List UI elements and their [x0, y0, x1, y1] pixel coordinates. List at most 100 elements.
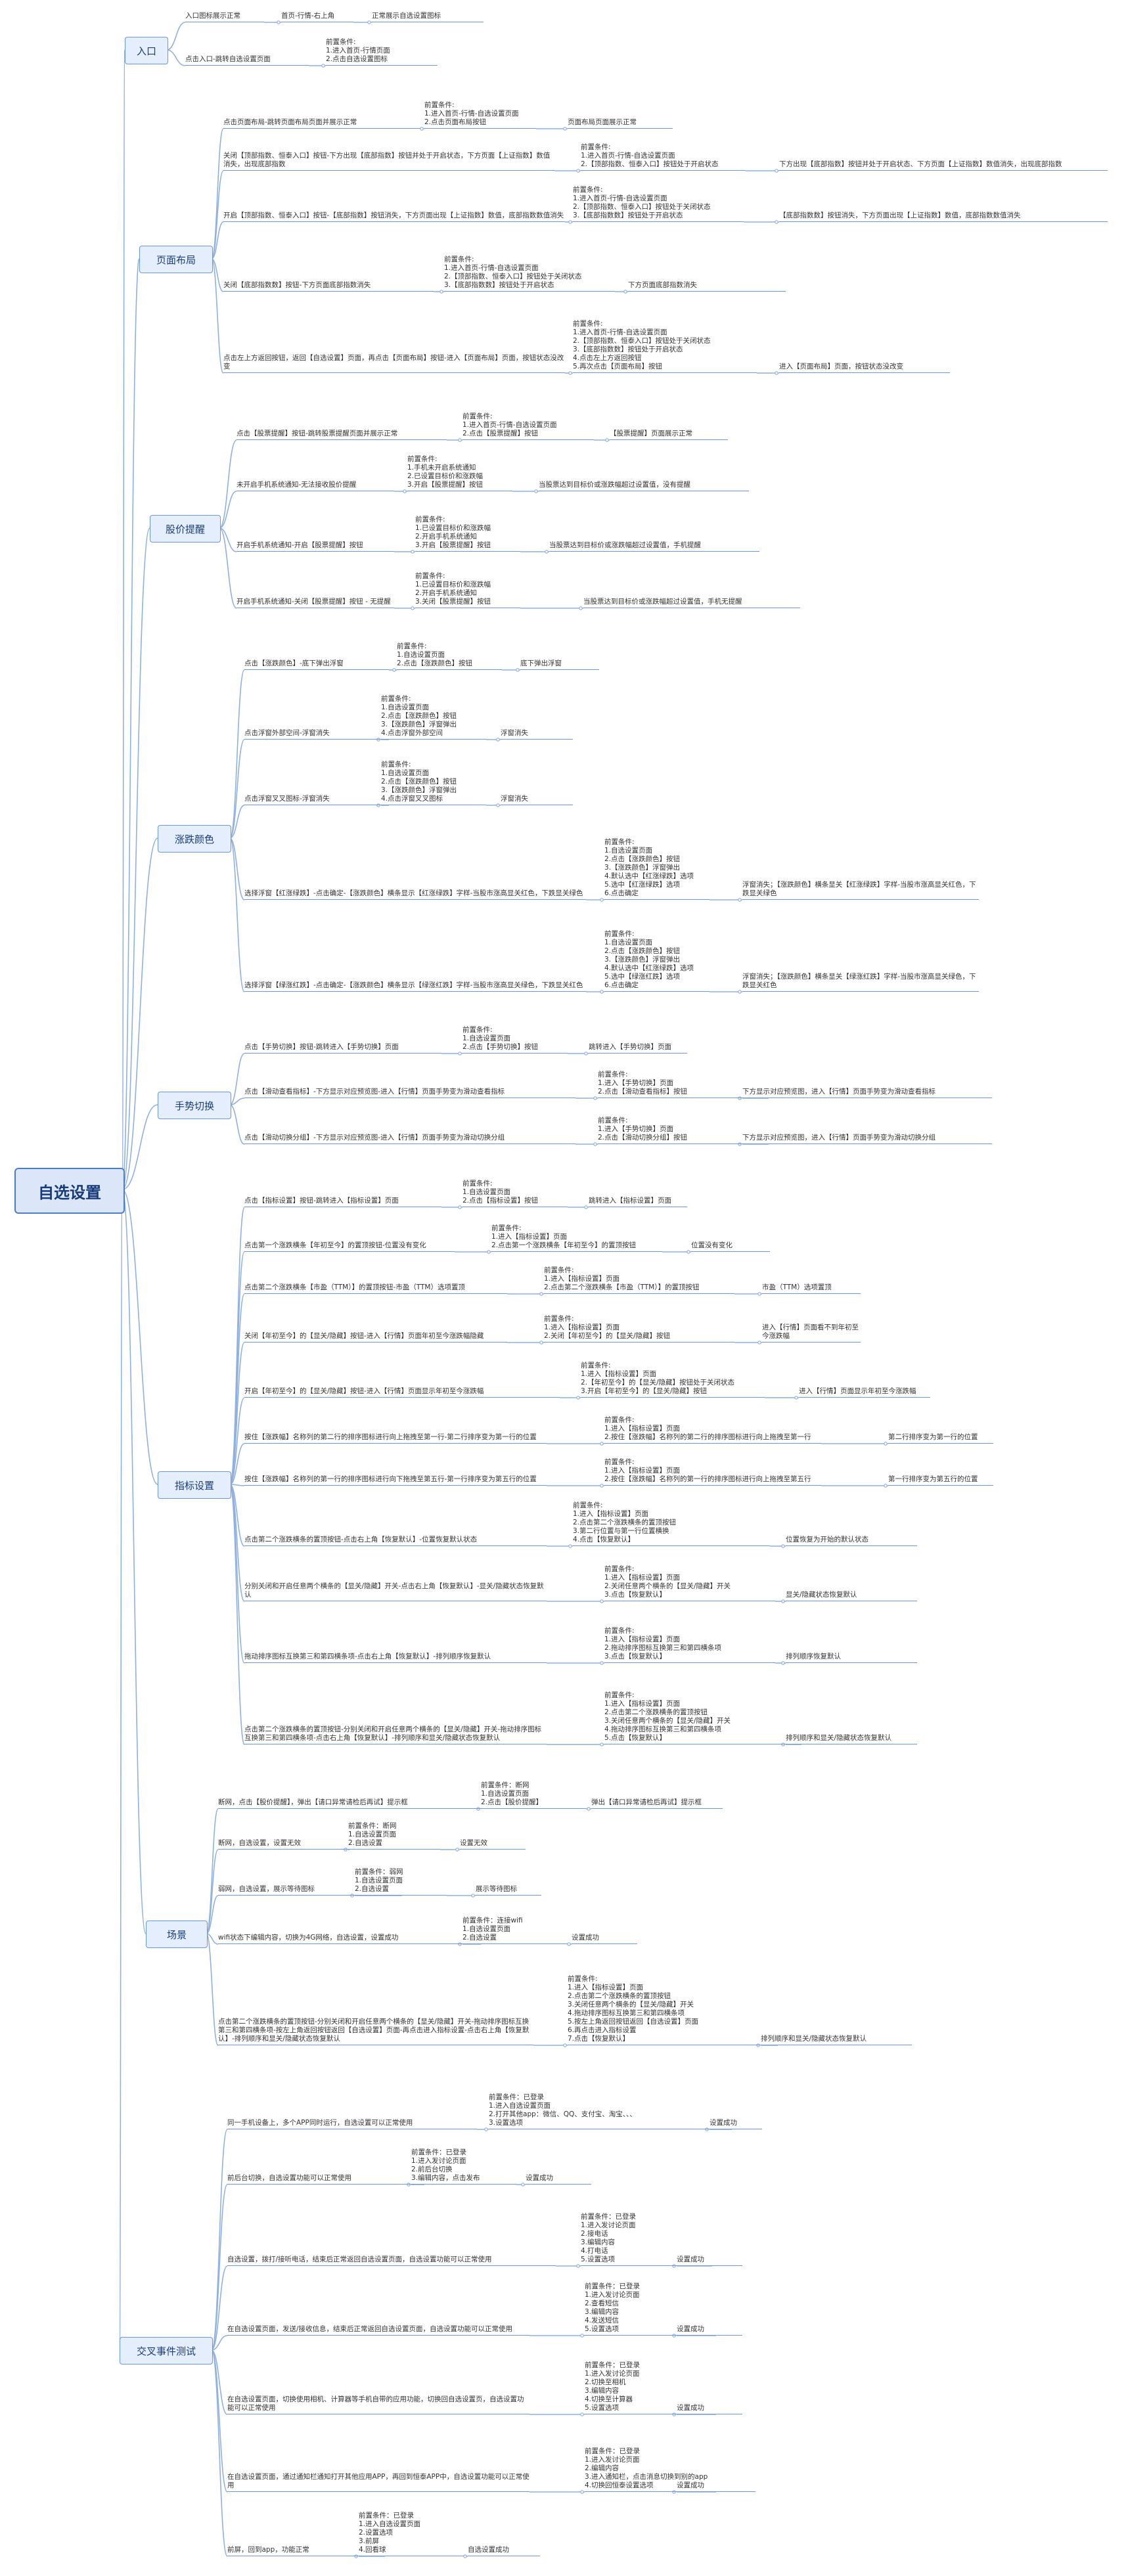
topic-5-0: 点击【指标设置】按钮-跳转进入【指标设置】页面 [244, 1197, 441, 1207]
detail-5-6-0: 前置条件: 1.进入【指标设置】页面 2.按住【涨跌幅】名称列的第一行的排序图标… [604, 1458, 821, 1486]
detail-1-0-0: 前置条件: 1.进入首页-行情-自选设置页面 2.点击页面布局按钮 [424, 101, 536, 129]
topic-4-0: 点击【手势切换】按钮-跳转进入【手势切换】页面 [244, 1043, 441, 1054]
detail-5-3-0: 前置条件: 1.进入【指标设置】页面 2.关闭【年初至今】的【显关/隐藏】按钮 [544, 1315, 734, 1343]
detail-6-0-0: 前置条件：断网 1.自选设置页面 2.点击【股价提醒】 [481, 1781, 586, 1809]
detail-4-2-1: 下方显示对应预览图，进入【行情】页面手势变为滑动切换分组 [742, 1134, 992, 1144]
topic-5-9: 拖动排序图标互换第三和第四横条项-点击右上角【恢复默认】-排列顺序恢复默认 [244, 1653, 547, 1663]
detail-2-3-1: 当股票达到目标价或涨跌幅超过设置值，手机无提醒 [583, 598, 800, 608]
detail-2-0-1: 【股票提醒】页面展示正常 [610, 430, 728, 440]
section-node-7[interactable]: 交叉事件测试 [120, 2337, 213, 2365]
detail-3-0-1: 底下弹出浮窗 [520, 659, 599, 670]
detail-5-8-1: 显关/隐藏状态恢复默认 [786, 1591, 917, 1601]
topic-6-3: wifi状态下编辑内容，切换为4G网络，自选设置，设置成功 [218, 1934, 481, 1944]
detail-1-4-0: 前置条件: 1.进入首页-行情-自选设置页面 2.【顶部指数、恒泰入口】按钮处于… [573, 320, 757, 373]
detail-4-0-1: 跳转进入【手势切换】页面 [589, 1043, 687, 1054]
topic-2-0: 点击【股票提醒】按钮-跳转股票提醒页面并展示正常 [237, 430, 447, 440]
detail-7-0-1: 设置成功 [710, 2119, 762, 2129]
topic-6-1: 断网，自选设置，设置无效 [218, 1839, 350, 1850]
topic-7-2: 自选设置，拨打/接听电话，结束后正常返回自选设置页面，自选设置功能可以正常使用 [227, 2255, 556, 2266]
detail-6-1-0: 前置条件：断网 1.自选设置页面 2.自选设置 [348, 1822, 440, 1850]
detail-6-1-1: 设置无效 [460, 1839, 526, 1850]
section-node-3[interactable]: 涨跌颜色 [158, 825, 231, 853]
detail-7-6-0: 前置条件：已登录 1.进入自选设置页面 2.设置选项 3.前屏 4.回看球 [359, 2512, 464, 2556]
detail-7-3-0: 前置条件：已登录 1.进入发讨论页面 2.查看短信 3.编辑内容 4.发送短信 … [585, 2282, 716, 2336]
topic-2-3: 开启手机系统通知-关闭【股票提醒】按钮 - 无提醒 [237, 598, 394, 608]
detail-5-4-1: 进入【行情】页面显示年初至今涨跌幅 [799, 1387, 930, 1398]
detail-5-9-1: 排列顺序恢复默认 [786, 1653, 917, 1663]
detail-6-0-1: 弹出【请口异常请检后再试】提示框 [591, 1798, 723, 1809]
detail-3-2-0: 前置条件: 1.自选设置页面 2.点击【涨跌颜色】按钮 3.【涨跌颜色】浮窗弹出… [381, 761, 486, 805]
detail-7-3-1: 设置成功 [677, 2325, 742, 2336]
section-node-2[interactable]: 股价提醒 [150, 515, 221, 543]
detail-0-0-1: 正常展示自选设置图标 [372, 12, 484, 22]
topic-4-1: 点击【滑动查看指标】-下方显示对应预览图-进入【行情】页面手势变为滑动查看指标 [244, 1088, 575, 1098]
topic-1-0: 点击页面布局-跳转页面布局页面并展示正常 [223, 118, 420, 129]
topic-5-2: 点击第二个涨跌横条【市盈（TTM）】的置顶按钮-市盈（TTM）选项置顶 [244, 1283, 507, 1294]
detail-6-4-1: 排列顺序和显关/隐藏状态恢复默认 [761, 2035, 912, 2045]
topic-7-5: 在自选设置页面，通过通知栏通知打开其他应用APP，再回到恒泰APP中，自选设置功… [227, 2473, 530, 2492]
detail-5-1-1: 位置没有变化 [691, 1241, 770, 1252]
topic-7-1: 前后台切换，自选设置功能可以正常使用 [227, 2174, 424, 2185]
detail-5-7-1: 位置恢复为开始的默认状态 [786, 1536, 917, 1546]
detail-5-3-1: 进入【行情】页面看不到年初至今涨跌幅 [762, 1323, 861, 1343]
detail-3-3-0: 前置条件: 1.自选设置页面 2.点击【涨跌颜色】按钮 3.【涨跌颜色】浮窗弹出… [604, 838, 710, 900]
detail-5-2-1: 市盈（TTM）选项置顶 [762, 1283, 861, 1294]
detail-5-1-0: 前置条件: 1.进入【指标设置】页面 2.点击第一个涨跌横条【年初至今】的置顶按… [491, 1224, 662, 1252]
detail-6-2-1: 展示等待图标 [476, 1885, 541, 1896]
topic-7-6: 前屏，回到app，功能正常 [227, 2546, 385, 2556]
detail-4-1-0: 前置条件: 1.进入【手势切换】页面 2.点击【滑动查看指标】按钮 [598, 1071, 769, 1098]
detail-7-0-0: 前置条件：已登录 1.进入自选设置页面 2.打开其他app：微信、QQ、支付宝、… [489, 2093, 732, 2129]
detail-3-1-0: 前置条件: 1.自选设置页面 2.点击【涨跌颜色】按钮 3.【涨跌颜色】浮窗弹出… [381, 695, 486, 740]
detail-5-6-1: 第一行排序变为第五行的位置 [888, 1475, 993, 1486]
detail-1-3-1: 下方页面底部指数消失 [628, 281, 786, 292]
detail-1-4-1: 进入【页面布局】页面，按钮状态没改变 [779, 363, 950, 373]
detail-1-1-0: 前置条件: 1.进入首页-行情-自选设置页面 2.【顶部指数、恒泰入口】按钮处于… [581, 143, 745, 171]
detail-5-5-1: 第二行排序变为第一行的位置 [888, 1433, 993, 1444]
detail-2-1-0: 前置条件: 1.手机未开启系统通知 2.已设置目标价和涨跌幅 3.开启【股票提醒… [407, 455, 512, 491]
topic-4-2: 点击【滑动切换分组】-下方显示对应预览图-进入【行情】页面手势变为滑动切换分组 [244, 1134, 575, 1144]
root-node[interactable]: 自选设置 [14, 1168, 125, 1214]
detail-7-1-0: 前置条件：已登录 1.进入发讨论页面 2.前后台切换 3.编辑内容，点击发布 [411, 2148, 516, 2185]
detail-5-2-0: 前置条件: 1.进入【指标设置】页面 2.点击第二个涨跌横条【市盈（TTM）】的… [544, 1266, 734, 1294]
detail-7-4-1: 设置成功 [677, 2404, 742, 2414]
detail-4-1-1: 下方显示对应预览图，进入【行情】页面手势变为滑动查看指标 [742, 1088, 992, 1098]
topic-3-3: 选择浮窗【红涨绿跌】-点击确定-【涨跌颜色】横条显示【红涨绿跌】字样-当股市涨高… [244, 889, 586, 900]
detail-7-2-1: 设置成功 [677, 2255, 742, 2266]
detail-3-0-0: 前置条件: 1.自选设置页面 2.点击【涨跌颜色】按钮 [397, 642, 502, 670]
section-node-5[interactable]: 指标设置 [158, 1471, 231, 1499]
detail-1-1-1: 下方出现【底部指数】按钮并处于开启状态、下方页面【上证指数】数值消失，出现底部指… [779, 160, 1108, 171]
detail-3-2-1: 浮窗消失 [501, 795, 573, 805]
detail-1-0-1: 页面布局页面展示正常 [568, 118, 673, 129]
detail-1-2-1: 【底部指数数】按钮消失，下方页面出现【上证指数】数值，底部指数数值消失 [779, 211, 1108, 222]
section-node-6[interactable]: 场景 [146, 1921, 208, 1948]
section-node-1[interactable]: 页面布局 [139, 246, 213, 273]
detail-1-3-0: 前置条件: 1.进入首页-行情-自选设置页面 2.【顶部指数、恒泰入口】按钮处于… [444, 255, 615, 292]
topic-3-4: 选择浮窗【绿涨红跌】-点击确定-【涨跌颜色】横条显示【绿涨红跌】字样-当股市涨高… [244, 981, 586, 992]
topic-2-1: 未开启手机系统通知-无法接收股价提醒 [237, 481, 394, 491]
detail-5-10-0: 前置条件: 1.进入【指标设置】页面 2.点击第二个涨跌横条的置顶按钮 3.关闭… [604, 1691, 801, 1744]
topic-1-4: 点击左上方返回按钮，返回【自选设置】页面，再点击【页面布局】按钮-进入【页面布局… [223, 354, 565, 373]
topic-3-1: 点击浮窗外部空间-浮窗消失 [244, 729, 389, 740]
detail-6-3-1: 设置成功 [572, 1934, 637, 1944]
detail-4-2-0: 前置条件: 1.进入【手势切换】页面 2.点击【滑动切换分组】按钮 [598, 1117, 769, 1144]
detail-7-1-1: 设置成功 [526, 2174, 591, 2185]
topic-0-1: 点击入口-跳转自选设置页面 [185, 55, 309, 66]
detail-5-8-0: 前置条件: 1.进入【指标设置】页面 2.关闭任意两个横条的【显关/隐藏】开关 … [604, 1565, 775, 1601]
topic-7-3: 在自选设置页面，发送/接收信息，结束后正常返回自选设置页面，自选设置功能可以正常… [227, 2325, 530, 2336]
detail-7-4-0: 前置条件：已登录 1.进入发讨论页面 2.切换至相机 3.编辑内容 4.切换至计… [585, 2361, 716, 2414]
section-node-0[interactable]: 入口 [125, 37, 168, 64]
detail-6-3-0: 前置条件：连接wifi 1.自选设置页面 2.自选设置 [462, 1917, 568, 1944]
topic-6-4: 点击第二个涨跌横条的置顶按钮-分别关闭和开启任意两个横条的【显关/隐藏】开关-拖… [218, 2018, 533, 2045]
detail-5-7-0: 前置条件: 1.进入【指标设置】页面 2.点击第二个涨跌横条的置顶按钮 3.第二… [573, 1501, 770, 1546]
detail-7-5-0: 前置条件：已登录 1.进入发讨论页面 2.编辑内容 3.进入通知栏，点击消息切换… [585, 2447, 716, 2492]
topic-5-4: 开启【年初至今】的【显关/隐藏】按钮-进入【行情】页面显示年初至今涨跌幅 [244, 1387, 560, 1398]
detail-2-3-0: 前置条件: 1.已设置目标价和涨跌幅 2.开启手机系统通知 3.关闭【股票提醒】… [415, 572, 520, 608]
topic-5-7: 点击第二个涨跌横条的置顶按钮-点击右上角【恢复默认】-位置恢复默认状态 [244, 1536, 547, 1546]
detail-5-4-0: 前置条件: 1.进入【指标设置】页面 2.【年初至今】的【显关/隐藏】按钮处于关… [581, 1362, 765, 1398]
detail-5-5-0: 前置条件: 1.进入【指标设置】页面 2.按住【涨跌幅】名称列的第二行的排序图标… [604, 1416, 821, 1444]
section-node-4[interactable]: 手势切换 [158, 1092, 231, 1119]
topic-5-6: 按住【涨跌幅】名称列的第一行的排序图标进行向下拖拽至第五行-第一行排序变为第五行… [244, 1475, 547, 1486]
detail-7-5-1: 设置成功 [677, 2481, 756, 2492]
topic-3-2: 点击浮窗叉叉图标-浮窗消失 [244, 795, 389, 805]
topic-1-1: 关闭【顶部指数、恒泰入口】按钮-下方出现【底部指数】按钮并处于开启状态，下方页面… [223, 152, 554, 171]
